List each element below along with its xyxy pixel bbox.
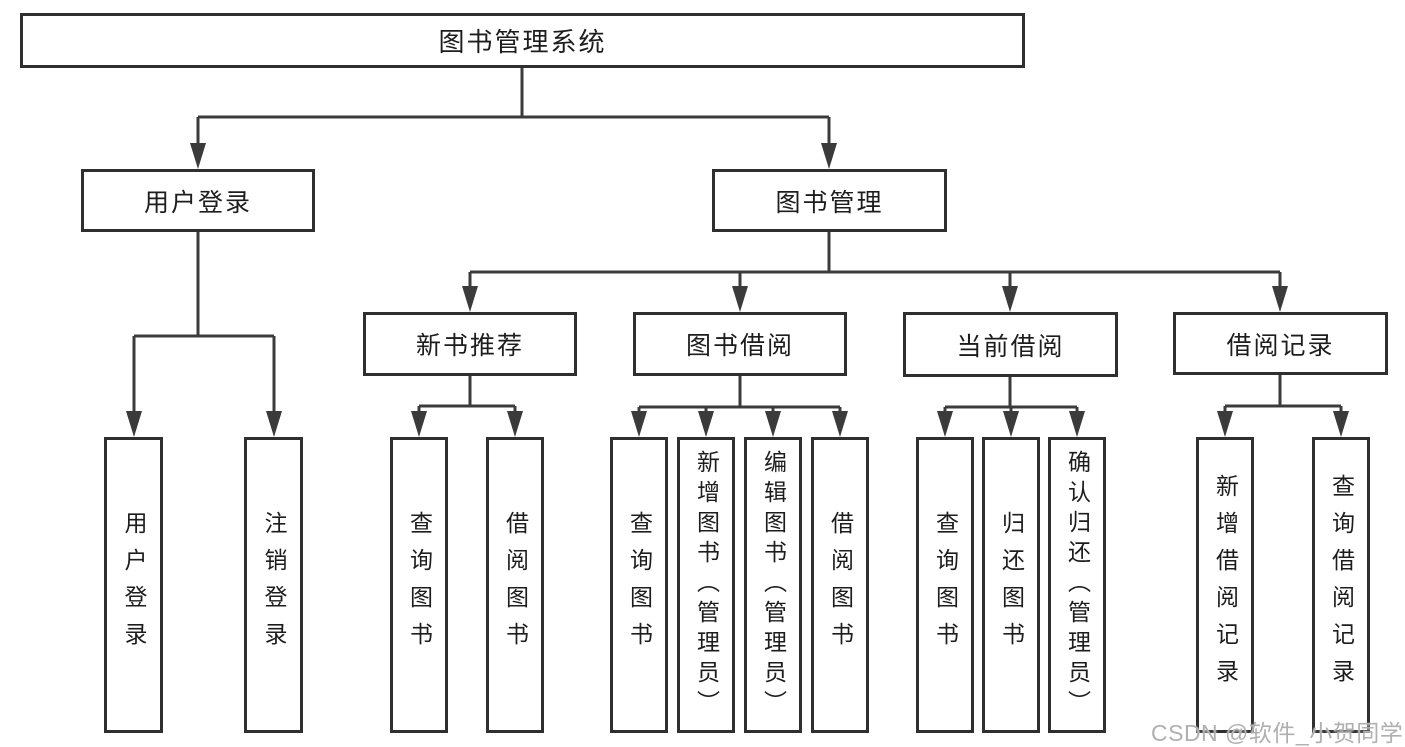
- node-book-management: 图书管理: [712, 169, 947, 232]
- leaf-add-book-admin: 新增图书（管理员）: [677, 437, 735, 733]
- arrowhead-icon: [266, 411, 282, 437]
- arrowhead-icon: [507, 411, 523, 437]
- connector-book-borrow-children: [637, 375, 842, 415]
- node-borrow-records: 借阅记录: [1173, 312, 1388, 375]
- leaf-add-borrow-record: 新增借阅记录: [1196, 437, 1254, 733]
- arrowhead-icon: [821, 143, 837, 169]
- node-user-login: 用户登录: [81, 169, 315, 232]
- node-label: 图书借阅: [685, 332, 794, 360]
- arrowhead-icon: [1333, 411, 1349, 437]
- arrowhead-icon: [411, 411, 427, 437]
- arrowhead-icon: [462, 286, 478, 312]
- arrowhead-icon: [126, 411, 142, 437]
- node-label: 新增借阅记录: [1212, 474, 1239, 696]
- arrowhead-icon: [698, 411, 714, 437]
- connector-borrow-record-children: [1223, 375, 1343, 415]
- connector-strokes: [132, 68, 1343, 415]
- node-label: 查询借阅记录: [1328, 474, 1355, 696]
- arrowhead-icon: [1003, 411, 1019, 437]
- node-library-system: 图书管理系统: [20, 13, 1025, 68]
- arrowhead-icon: [1002, 286, 1018, 312]
- leaf-borrow-books-recommend: 借阅图书: [486, 437, 544, 733]
- leaf-query-borrow-record: 查询借阅记录: [1312, 437, 1370, 733]
- leaf-edit-book-admin: 编辑图书（管理员）: [744, 437, 802, 733]
- connector-current-borrow-children: [943, 376, 1079, 415]
- node-current-borrowing: 当前借阅: [903, 312, 1118, 377]
- connector-new-book-children: [417, 375, 517, 415]
- leaf-user-login: 用户登录: [104, 437, 163, 733]
- node-label: 借阅图书: [827, 511, 854, 659]
- connector-user-login-children: [132, 232, 276, 415]
- node-label: 当前借阅: [956, 332, 1065, 361]
- node-book-borrowing: 图书借阅: [633, 312, 847, 376]
- node-label: 用户登录: [143, 188, 252, 217]
- arrowhead-icon: [1069, 411, 1085, 437]
- connector-root-to-level2: [196, 68, 831, 146]
- node-label: 图书管理系统: [438, 27, 607, 57]
- node-label: 图书管理: [775, 188, 884, 217]
- watermark-text: CSDN @软件_小贺同学: [1151, 720, 1404, 746]
- node-label: 新增图书（管理员）: [693, 450, 720, 720]
- node-label: 新书推荐: [415, 332, 524, 360]
- node-new-book-recommend: 新书推荐: [363, 312, 577, 376]
- node-label: 查询图书: [626, 511, 653, 659]
- arrowhead-icon: [1272, 286, 1288, 312]
- node-label: 查询图书: [406, 511, 433, 659]
- node-label: 编辑图书（管理员）: [760, 450, 787, 720]
- leaf-query-books-borrow: 查询图书: [610, 437, 668, 733]
- arrowhead-icon: [190, 143, 206, 169]
- leaf-query-books-current: 查询图书: [916, 437, 974, 733]
- node-label: 查询图书: [932, 511, 959, 659]
- leaf-return-book: 归还图书: [982, 437, 1040, 733]
- node-label: 归还图书: [998, 511, 1025, 659]
- leaf-confirm-return-admin: 确认归还（管理员）: [1048, 437, 1106, 733]
- arrowhead-icon: [1217, 411, 1233, 437]
- leaf-borrow-book: 借阅图书: [811, 437, 869, 733]
- connector-book-management-children: [468, 232, 1282, 290]
- leaf-query-books-recommend: 查询图书: [390, 437, 448, 733]
- leaf-logout: 注销登录: [244, 437, 303, 733]
- arrowhead-icon: [765, 411, 781, 437]
- arrowhead-icon: [937, 411, 953, 437]
- arrowhead-icon: [832, 411, 848, 437]
- node-label: 确认归还（管理员）: [1064, 450, 1091, 720]
- node-label: 借阅记录: [1226, 331, 1335, 360]
- arrowhead-icon: [732, 286, 748, 312]
- connector-arrowheads: [126, 143, 1349, 437]
- node-label: 用户登录: [121, 511, 147, 659]
- node-label: 借阅图书: [502, 511, 529, 659]
- node-label: 注销登录: [261, 511, 287, 659]
- arrowhead-icon: [631, 411, 647, 437]
